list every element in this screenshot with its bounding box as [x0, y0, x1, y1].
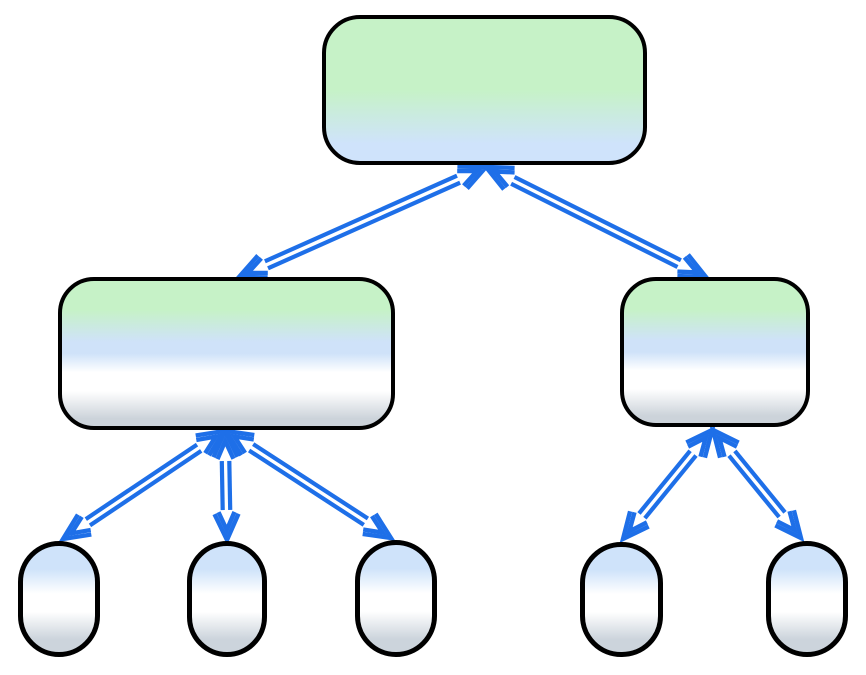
node-leaf-1	[18, 541, 100, 657]
edge-line	[513, 175, 682, 263]
node-branch-left	[58, 277, 395, 430]
edge-line	[267, 180, 461, 271]
arrowhead-icon	[677, 255, 702, 275]
arrowhead-icon	[243, 256, 268, 276]
arrowhead-icon	[215, 435, 236, 460]
edge-line	[252, 442, 370, 521]
edge-line	[733, 449, 787, 514]
arrowhead-icon	[776, 510, 799, 535]
edge-root--branch-left	[234, 164, 491, 280]
arrowhead-icon	[216, 511, 237, 536]
arrowhead-icon	[625, 511, 648, 536]
arrowhead-icon	[229, 433, 255, 455]
edge-line	[84, 442, 199, 521]
arrowhead-icon	[481, 164, 515, 191]
edge-line	[247, 448, 365, 527]
edge-line	[510, 181, 679, 269]
arrowhead-icon	[362, 512, 396, 541]
edge-branch-left--leaf-2	[211, 425, 241, 546]
arrowhead-icon	[715, 433, 738, 458]
arrowhead-icon	[490, 169, 515, 189]
edge-line	[88, 449, 203, 528]
arrowhead-icon	[709, 425, 740, 459]
edge-branch-right--leaf-5	[709, 425, 805, 543]
edge-line	[227, 460, 233, 510]
node-branch-right	[620, 277, 810, 427]
node-leaf-2	[187, 541, 267, 657]
edge-branch-right--leaf-4	[619, 425, 716, 544]
edge-root--branch-right	[481, 164, 711, 280]
node-root	[322, 15, 647, 165]
edge-branch-left--leaf-3	[221, 428, 396, 541]
arrowhead-icon	[619, 510, 650, 544]
node-leaf-4	[580, 542, 663, 657]
edge-line	[219, 461, 225, 511]
edge-line	[637, 449, 692, 515]
arrowhead-icon	[774, 509, 805, 543]
edge-line	[727, 454, 781, 519]
arrowhead-icon	[457, 168, 482, 188]
arrowhead-icon	[58, 513, 92, 542]
node-leaf-5	[766, 541, 848, 657]
edge-line	[264, 173, 458, 264]
arrowhead-icon	[195, 433, 221, 455]
arrowhead-icon	[362, 514, 388, 536]
arrowhead-icon	[687, 433, 710, 458]
arrowhead-icon	[212, 512, 241, 546]
arrowhead-icon	[221, 428, 255, 457]
arrowhead-icon	[66, 515, 92, 537]
edge-line	[643, 454, 698, 520]
node-leaf-3	[355, 540, 437, 657]
edge-branch-left--leaf-1	[58, 428, 229, 542]
